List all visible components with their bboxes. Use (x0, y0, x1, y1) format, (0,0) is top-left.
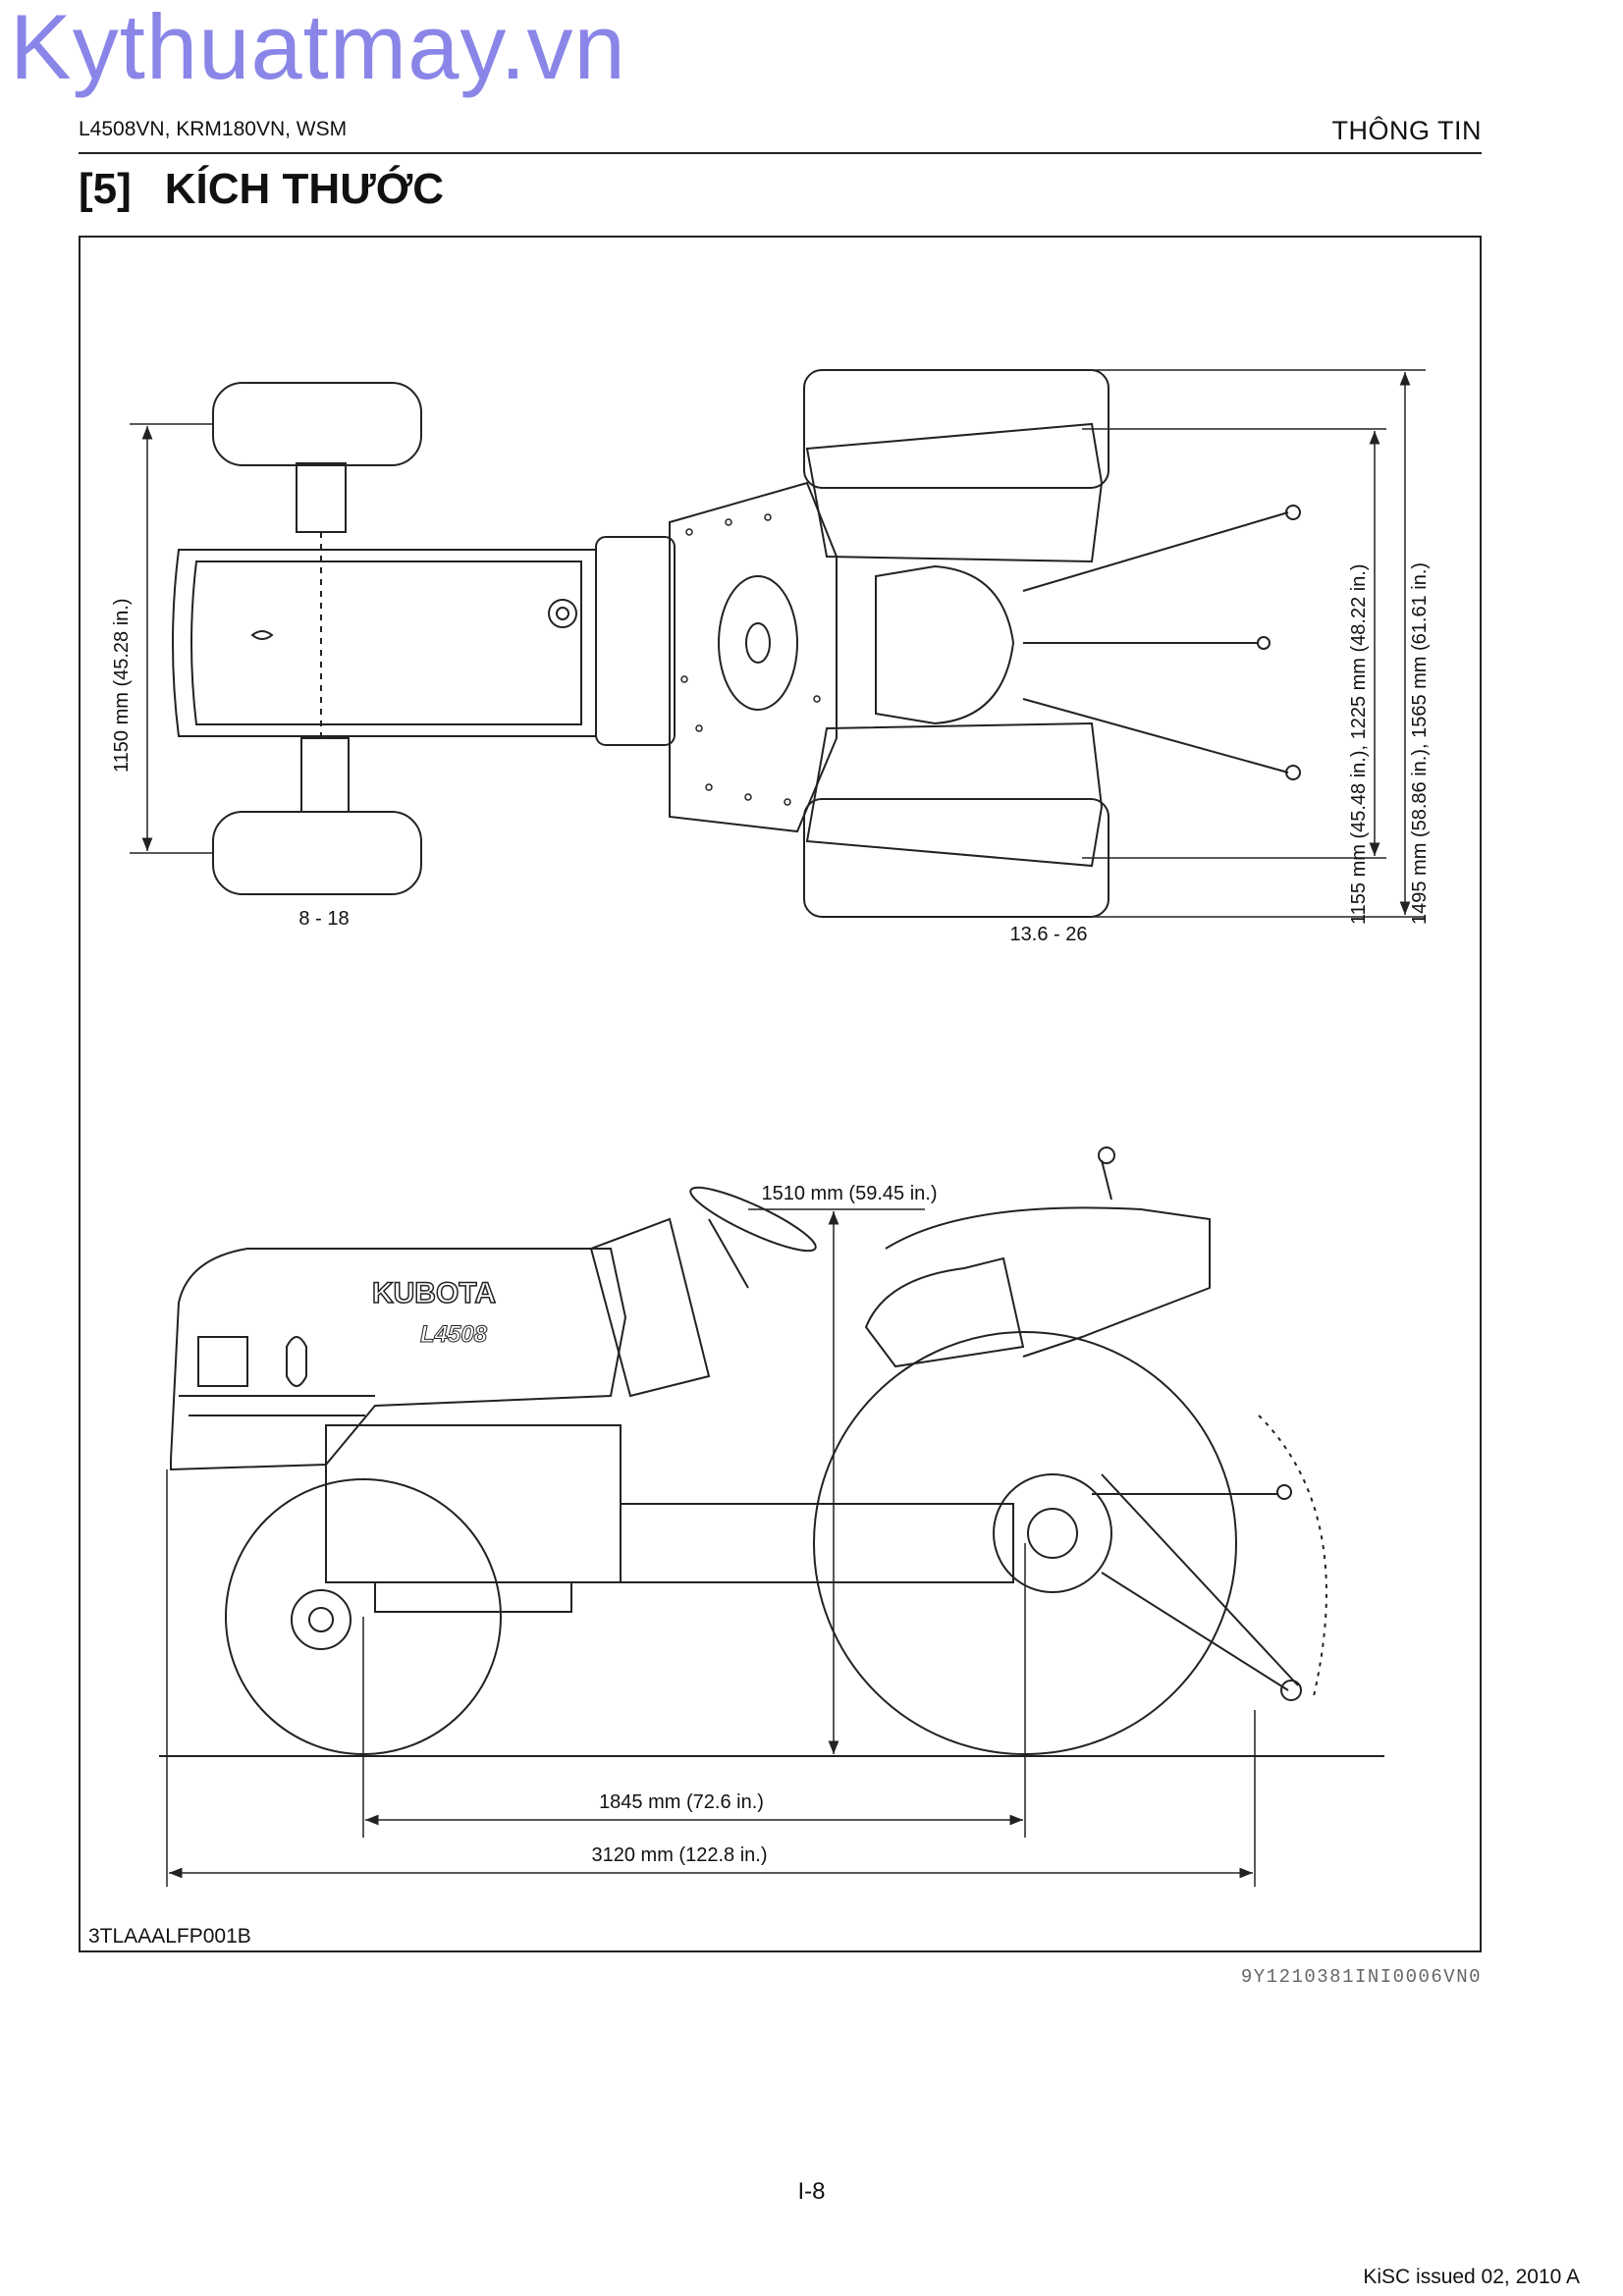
rear-tire-top (803, 369, 1109, 489)
front-track-label: 1150 mm (45.28 in.) (111, 599, 133, 774)
platform (669, 481, 838, 833)
front-tire-bottom (212, 811, 422, 895)
steering-wheel-side (689, 1186, 817, 1253)
rear-tire-label: 13.6 - 26 (1010, 924, 1088, 945)
top-dimensions (130, 369, 1426, 918)
seat-top (875, 564, 1015, 725)
section-number: [5] (79, 165, 132, 213)
fender-bottom (805, 721, 1104, 868)
hood-top (172, 549, 597, 737)
page-number: I-8 (797, 2178, 826, 2205)
front-tire-label: 8 - 18 (298, 908, 349, 930)
figure-code: 3TLAAALFP001B (88, 1925, 251, 1948)
section-title-text: KÍCH THƯỚC (164, 165, 445, 213)
header-rule (79, 152, 1482, 154)
wheelbase-label: 1845 mm (72.6 in.) (599, 1791, 764, 1813)
hood-model-text: L4508 (420, 1321, 488, 1348)
tractor-drawing: 1150 mm (45.28 in.) 8 - 18 13.6 - 26 115… (111, 369, 1431, 1887)
rear-tire-bottom (803, 798, 1109, 918)
rear-track-label: 1155 mm (45.48 in.), 1225 mm (48.22 in.) (1348, 563, 1370, 925)
footer-issue: KiSC issued 02, 2010 A (1363, 2266, 1580, 2288)
dimension-figure: 1150 mm (45.28 in.) 8 - 18 13.6 - 26 115… (79, 236, 1482, 1952)
front-tire-top (212, 382, 422, 466)
document-code: 9Y1210381INI0006VN0 (1240, 1966, 1482, 1988)
overall-width-label: 1495 mm (58.86 in.), 1565 mm (61.61 in.) (1409, 562, 1431, 925)
header-models: L4508VN, KRM180VN, WSM (79, 118, 348, 140)
fender-top (805, 422, 1104, 563)
hood-side (170, 1248, 627, 1471)
engine (325, 1424, 622, 1583)
hood-brand-text: KUBOTA (372, 1277, 496, 1309)
seat-side (864, 1256, 1025, 1368)
header-section: THÔNG TIN (1331, 116, 1482, 145)
fender-side (885, 1206, 1211, 1358)
side-dimensions (166, 1208, 1256, 1887)
side-view (159, 1147, 1384, 1757)
top-view (172, 369, 1301, 918)
steering-wheel-top (718, 575, 798, 711)
watermark: Kythuatmay.vn (10, 0, 626, 98)
overall-length-label: 3120 mm (122.8 in.) (592, 1844, 768, 1866)
section-title: [5] KÍCH THƯỚC (79, 165, 444, 214)
height-label: 1510 mm (59.45 in.) (762, 1183, 938, 1204)
chassis (620, 1503, 1014, 1583)
